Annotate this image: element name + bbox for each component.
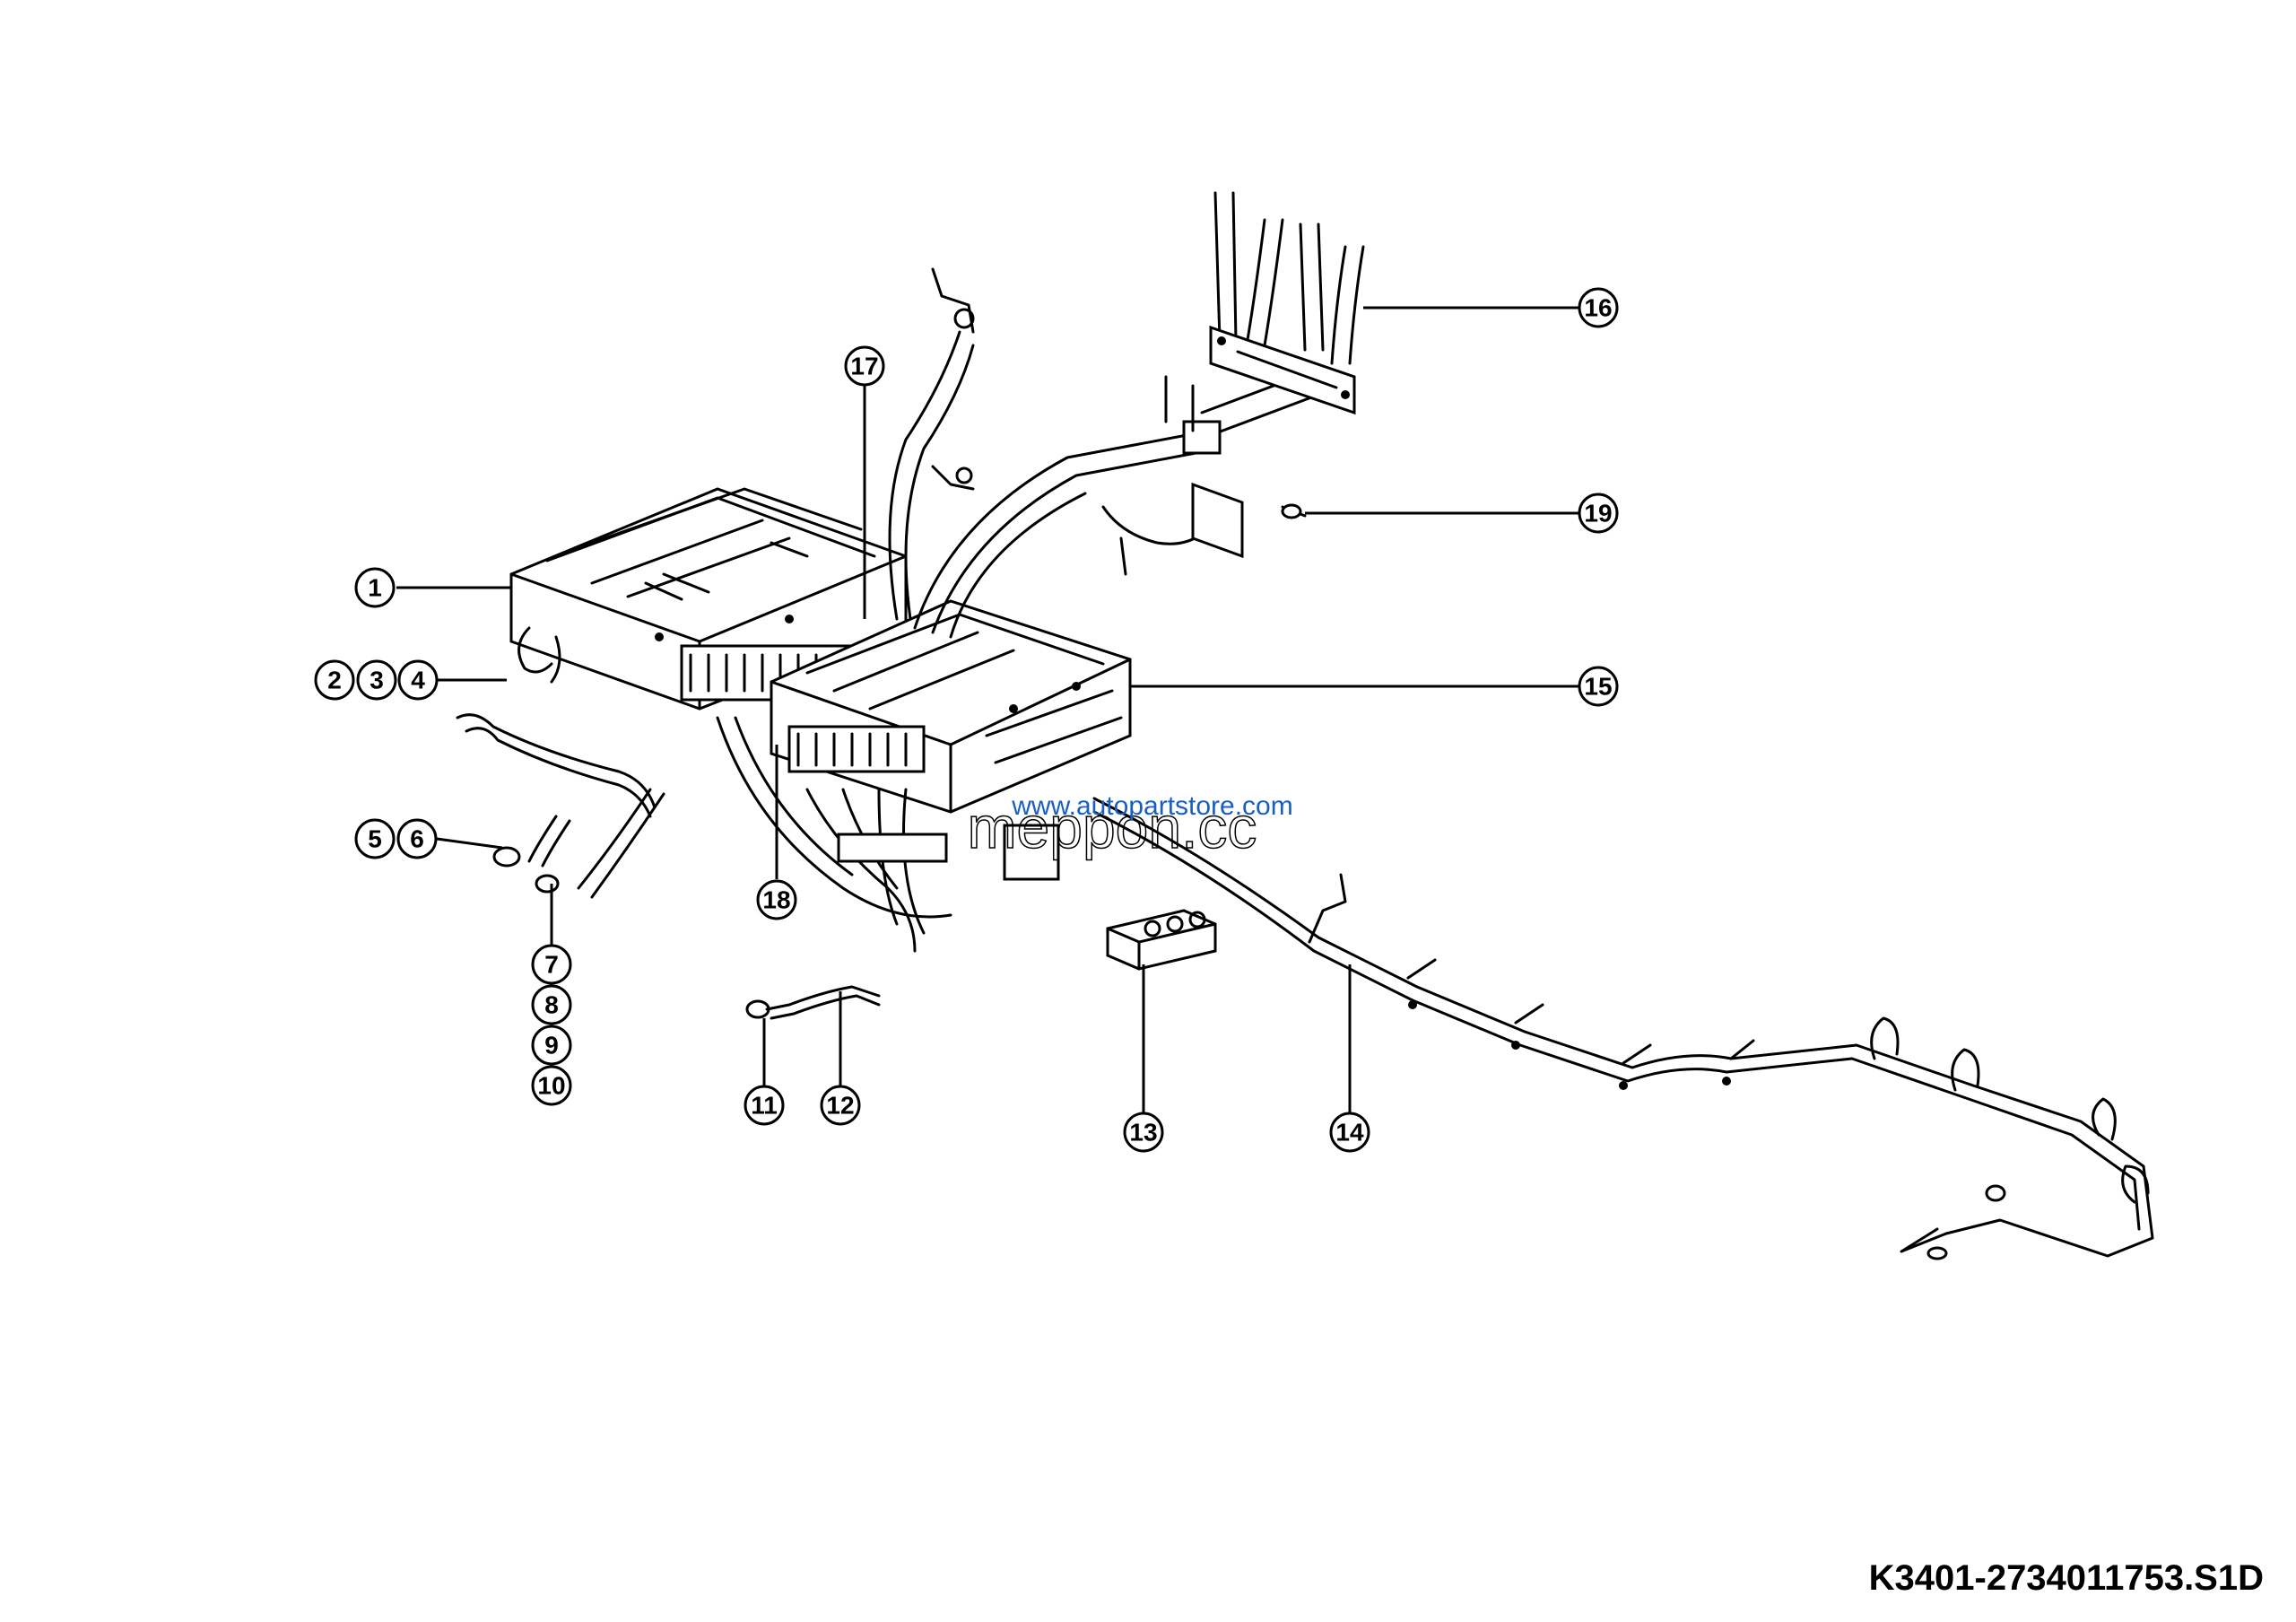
cable-17	[888, 267, 975, 621]
callout-10: 10	[531, 1065, 572, 1106]
callout-label: 9	[544, 1032, 559, 1060]
inverter-module-right	[770, 599, 1132, 814]
callout-13: 13	[1123, 1112, 1164, 1153]
callout-1: 1	[354, 567, 396, 608]
callout-5: 5	[354, 818, 396, 859]
callout-16: 16	[1578, 287, 1619, 328]
callout-label: 14	[1335, 1119, 1364, 1147]
cable-bundle-lower	[716, 716, 1060, 953]
callout-label: 18	[762, 886, 790, 914]
callout-8: 8	[531, 984, 572, 1025]
callout-label: 15	[1584, 673, 1612, 701]
callout-label: 13	[1129, 1119, 1157, 1147]
callout-11: 11	[744, 1085, 785, 1126]
callout-2: 2	[314, 659, 355, 701]
callout-label: 10	[537, 1072, 565, 1100]
connector-19	[1281, 503, 1307, 519]
callout-19: 19	[1578, 493, 1619, 534]
callout-label: 8	[544, 991, 559, 1019]
cable-bundle-upper	[913, 371, 1320, 639]
callout-12: 12	[820, 1085, 861, 1126]
callout-9: 9	[531, 1025, 572, 1066]
callout-label: 5	[368, 825, 382, 853]
callout-label: 2	[327, 667, 342, 694]
callout-17: 17	[844, 345, 885, 387]
clamp-block-13	[1106, 909, 1217, 971]
hose-11-12	[745, 985, 881, 1020]
cable-14	[1092, 797, 2154, 1260]
callout-label: 1	[368, 574, 382, 602]
callout-label: 12	[826, 1092, 854, 1120]
callout-label: 7	[544, 951, 559, 979]
watermark: meppon.cc www.autopartstore.com	[967, 791, 1293, 861]
callout-label: 6	[410, 825, 424, 853]
callout-4: 4	[397, 659, 439, 701]
callout-18: 18	[756, 879, 797, 920]
callout-15: 15	[1578, 666, 1619, 707]
callout-label: 11	[751, 1092, 778, 1120]
pipe-bracket-16	[1101, 191, 1365, 576]
watermark-brand: meppon.cc	[968, 794, 1257, 860]
callout-label: 3	[370, 667, 384, 694]
callout-14: 14	[1329, 1112, 1370, 1153]
document-code: K3401-2734011753.S1D	[1868, 1558, 2264, 1598]
hoses-left	[456, 713, 665, 899]
callout-7: 7	[531, 944, 572, 985]
callout-label: 19	[1584, 500, 1612, 528]
callout-6: 6	[396, 818, 438, 859]
leader-lines	[396, 306, 1578, 1112]
watermark-url: www.autopartstore.com	[1011, 791, 1292, 821]
callout-label: 4	[411, 667, 425, 694]
callout-label: 16	[1584, 294, 1612, 322]
callout-3: 3	[356, 659, 397, 701]
callout-label: 17	[850, 353, 878, 380]
